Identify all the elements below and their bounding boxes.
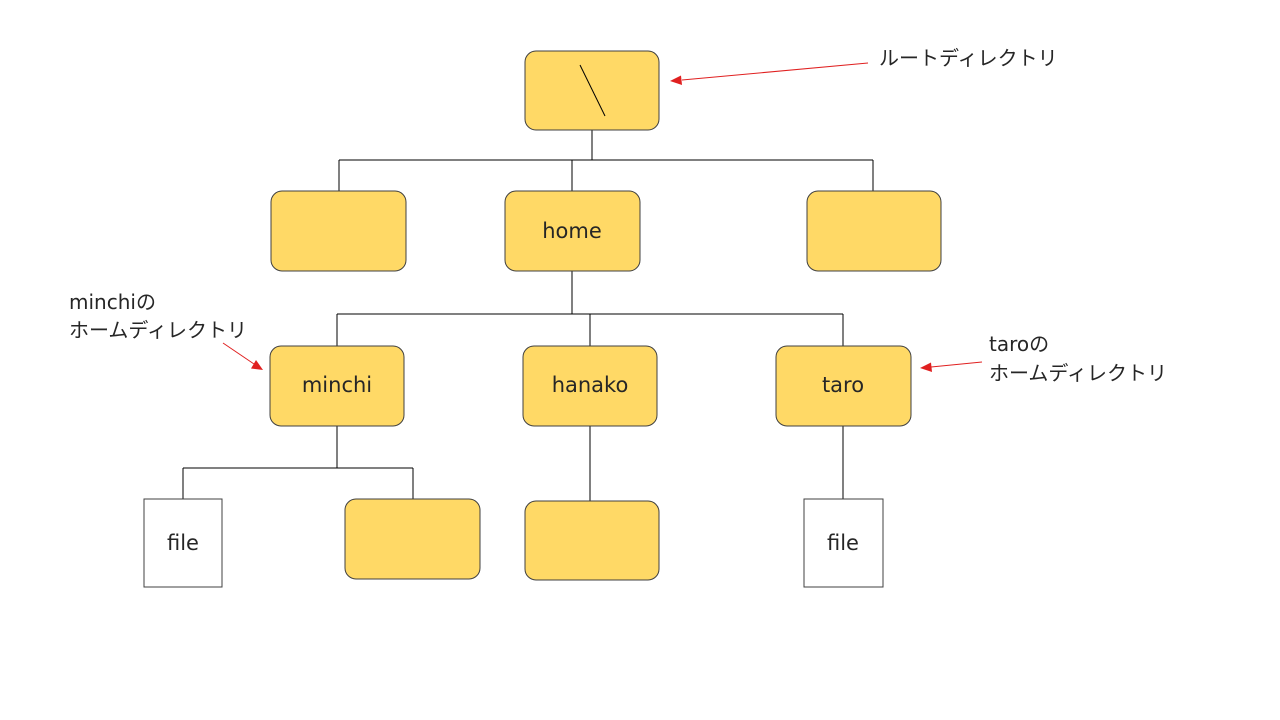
- minchi-callout-arrow: [222, 342, 255, 365]
- home-directory-node: home: [504, 190, 641, 272]
- level1-directory-right: [806, 190, 942, 272]
- taro-file-node: file: [803, 498, 884, 588]
- taro-label: taro: [822, 373, 864, 397]
- minchi-callout-line1: minchiの: [69, 290, 156, 314]
- tree-connectors: [182, 130, 874, 501]
- level1-directory-left: [270, 190, 407, 272]
- taro-callout-line1: taroの: [989, 332, 1049, 356]
- hanako-subdirectory-node: [524, 500, 660, 581]
- taro-directory-node: taro: [775, 345, 912, 427]
- taro-file-label: file: [827, 531, 859, 555]
- connector-home-to-level2: [336, 271, 844, 346]
- minchi-callout-line2: ホームディレクトリ: [69, 318, 247, 342]
- taro-callout-line2: ホームディレクトリ: [989, 361, 1167, 385]
- home-label: home: [542, 219, 602, 243]
- minchi-directory-node: minchi: [269, 345, 405, 427]
- minchi-file-label: file: [167, 531, 199, 555]
- hanako-label: hanako: [552, 373, 629, 397]
- connector-root-to-level1: [338, 130, 874, 191]
- root-directory-node: [524, 50, 660, 131]
- root-callout-arrow: [681, 62, 869, 81]
- minchi-callout-arrowhead: [251, 360, 263, 370]
- root-slash-glyph: [579, 64, 606, 117]
- connector-minchi-to-children: [182, 426, 414, 499]
- root-callout-arrowhead: [670, 75, 682, 85]
- minchi-label: minchi: [302, 373, 372, 397]
- taro-callout-arrowhead: [920, 362, 932, 372]
- minchi-file-node: file: [143, 498, 223, 588]
- minchi-subdirectory-node: [344, 498, 481, 580]
- taro-callout-arrow: [930, 361, 983, 368]
- callout-arrows: [222, 62, 983, 372]
- hanako-directory-node: hanako: [522, 345, 658, 427]
- root-callout-label: ルートディレクトリ: [879, 46, 1058, 70]
